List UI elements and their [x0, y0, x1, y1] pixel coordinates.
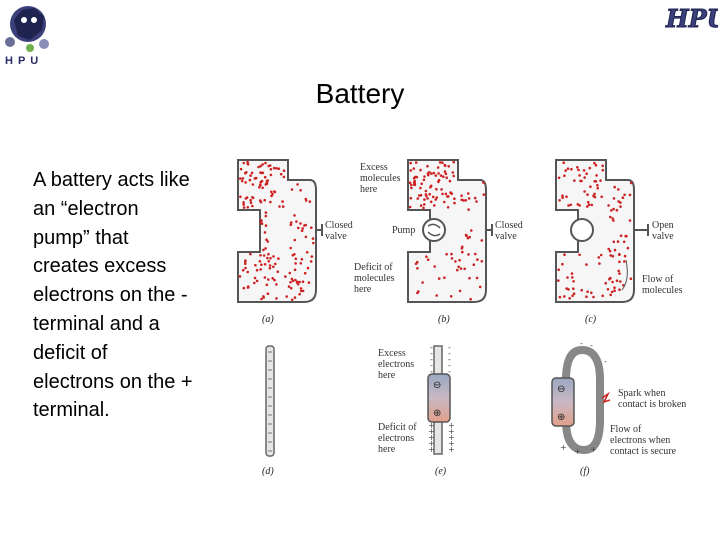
svg-text:-: - [604, 357, 607, 366]
hpu-script-logo: HPU [664, 2, 720, 34]
svg-text:-: - [590, 341, 593, 350]
svg-text:+: + [574, 447, 581, 456]
svg-text:-: - [448, 361, 451, 370]
hpu-mascot-logo: HPU [0, 0, 56, 72]
svg-text:-: - [580, 339, 583, 348]
svg-text:+: + [428, 421, 435, 430]
panel-b-pump-label: Pump [392, 225, 415, 236]
svg-text:-: - [430, 343, 433, 352]
svg-text:⊖: ⊖ [557, 384, 565, 395]
svg-text:-: - [430, 349, 433, 358]
svg-text:⊕: ⊕ [433, 408, 441, 419]
pump-icon [422, 218, 446, 242]
slide-body-text: A battery acts like an “electron pump” t… [33, 169, 193, 422]
slide-title: Battery [315, 78, 405, 109]
panel-d-wire: (d) [262, 345, 275, 477]
svg-text:-: - [448, 349, 451, 358]
svg-text:⊕: ⊕ [557, 412, 565, 423]
svg-text:+: + [428, 439, 435, 448]
svg-text:+: + [428, 427, 435, 436]
svg-text:-: - [448, 343, 451, 352]
panel-f-caption: (f) [580, 466, 590, 477]
svg-text:-: - [430, 367, 433, 376]
panel-a-caption: (a) [262, 314, 274, 325]
svg-text:-: - [430, 355, 433, 364]
svg-text:+: + [590, 445, 597, 454]
battery-icon [427, 373, 451, 423]
spark-icon [601, 391, 611, 404]
hpu-logo-letters: HPU [5, 55, 44, 67]
svg-text:+: + [448, 433, 455, 442]
panel-e-caption: (e) [435, 466, 447, 477]
svg-text:+: + [560, 443, 567, 452]
svg-text:⊖: ⊖ [433, 380, 441, 391]
panel-c-caption: (c) [585, 314, 597, 325]
svg-text:+: + [448, 421, 455, 430]
svg-text:+: + [448, 445, 455, 454]
svg-text:+: + [448, 439, 455, 448]
svg-text:+: + [448, 427, 455, 436]
hpu-logo-wordmark: HPU [665, 4, 718, 33]
svg-text:-: - [430, 361, 433, 370]
svg-text:-: - [448, 355, 451, 364]
panel-b-caption: (b) [438, 314, 450, 325]
svg-text:-: - [448, 367, 451, 376]
svg-text:+: + [428, 433, 435, 442]
svg-text:+: + [428, 445, 435, 454]
panel-d-caption: (d) [262, 466, 274, 477]
